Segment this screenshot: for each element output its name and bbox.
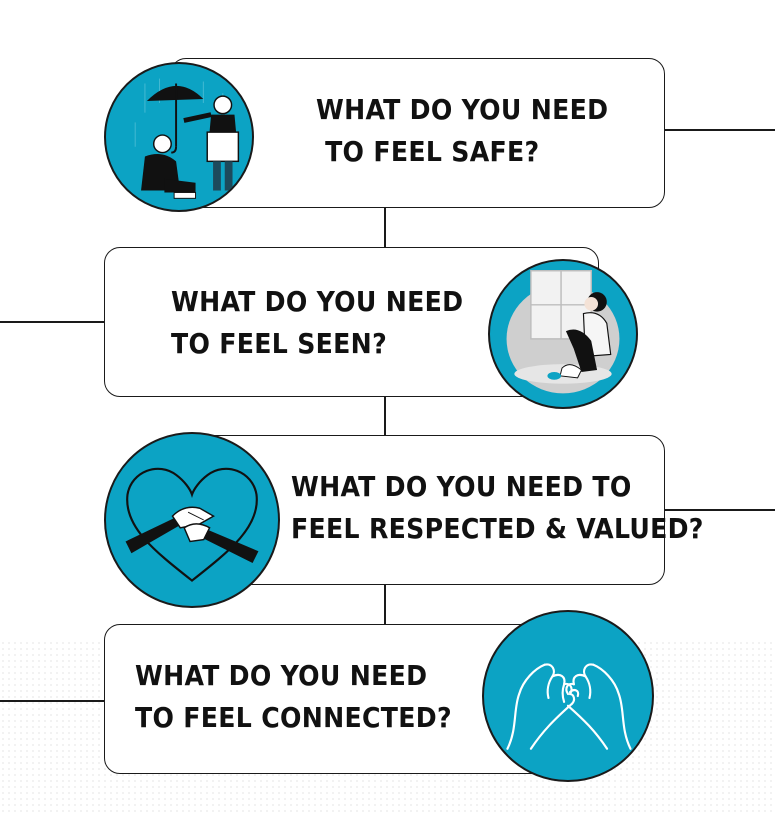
question-line-2: TO FEEL SEEN? bbox=[171, 327, 387, 360]
heart-hands-icon bbox=[104, 432, 280, 608]
question-line-1: WHAT DO YOU NEED bbox=[316, 93, 609, 126]
question-text: WHAT DO YOU NEED TO FEEL CONNECTED? bbox=[135, 655, 452, 739]
connector-3-4 bbox=[384, 585, 386, 625]
connector-1-2 bbox=[384, 207, 386, 250]
side-line-2 bbox=[0, 321, 105, 323]
question-line-1: WHAT DO YOU NEED TO bbox=[291, 470, 632, 503]
question-text: WHAT DO YOU NEED TO FEEL RESPECTED & VAL… bbox=[291, 466, 704, 550]
question-text: WHAT DO YOU NEED TO FEEL SEEN? bbox=[171, 281, 463, 365]
side-line-3 bbox=[664, 509, 775, 511]
question-text: WHAT DO YOU NEED TO FEEL SAFE? bbox=[316, 89, 608, 173]
question-line-2: TO FEEL SAFE? bbox=[316, 135, 540, 168]
pinky-promise-icon bbox=[482, 610, 654, 782]
question-line-2: TO FEEL CONNECTED? bbox=[135, 701, 452, 734]
side-line-1 bbox=[664, 129, 775, 131]
connector-2-3 bbox=[384, 396, 386, 436]
question-line-1: WHAT DO YOU NEED bbox=[135, 659, 428, 692]
question-line-1: WHAT DO YOU NEED bbox=[171, 285, 464, 318]
side-line-4 bbox=[0, 700, 105, 702]
question-line-2: FEEL RESPECTED & VALUED? bbox=[291, 512, 704, 545]
sitting-by-window-icon bbox=[488, 259, 638, 409]
umbrella-help-icon bbox=[104, 62, 254, 212]
